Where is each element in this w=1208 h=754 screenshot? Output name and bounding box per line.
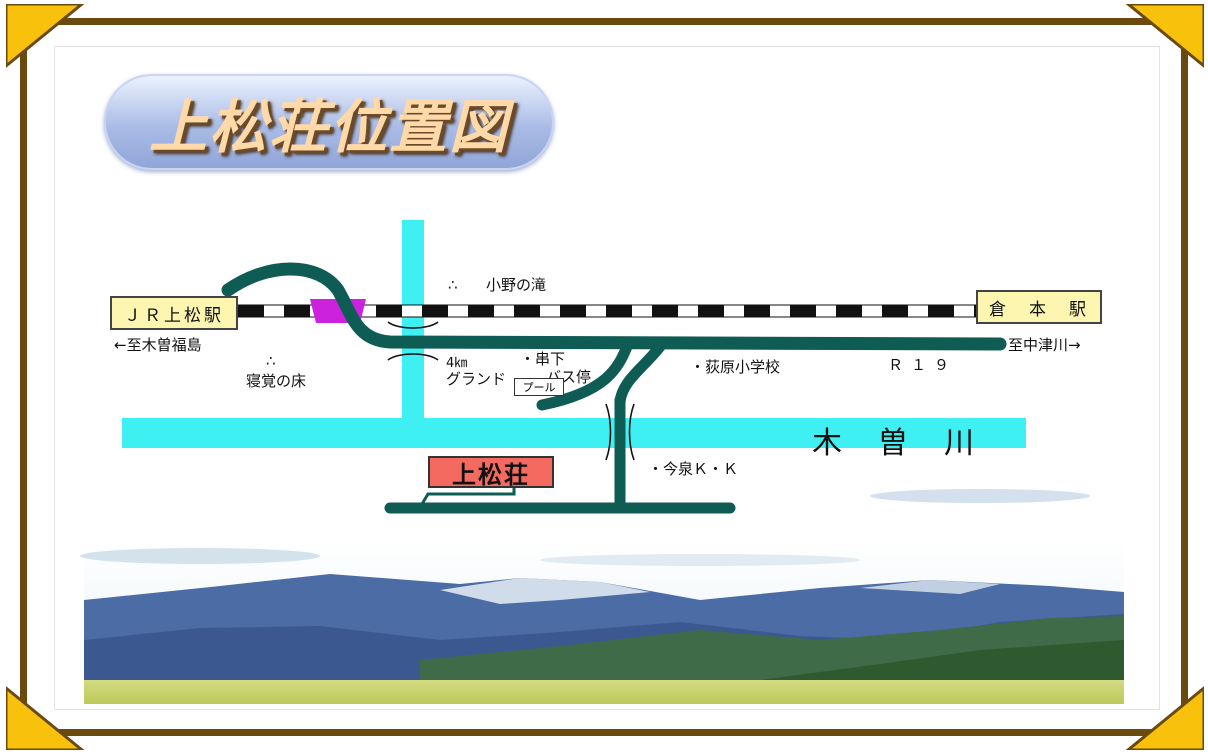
ono-falls-label: 小野の滝: [486, 276, 547, 294]
tributary-river: [402, 220, 424, 418]
road-route-19: [221, 262, 1007, 351]
pool-label: プール: [514, 378, 564, 396]
corner-ornament-bottom-left: [6, 686, 85, 750]
direction-nakatsugawa: 至中津川→: [1008, 336, 1081, 354]
corner-ornament-top-left: [6, 4, 85, 68]
kiso-river-label: 木曽川: [812, 426, 1010, 461]
nezame-label: 寝覚の床: [246, 372, 307, 390]
title-badge: [104, 74, 554, 170]
kiso-river: [122, 418, 1026, 448]
nezame-mark: ∴: [266, 352, 276, 370]
ono-falls-mark: ∴: [448, 276, 458, 294]
corner-ornament-bottom-right: [1125, 686, 1204, 750]
ogiwara-school-label: ・荻原小学校: [690, 358, 781, 376]
railway-line: [237, 299, 977, 323]
destination-kamimatsu-so: 上松荘: [428, 456, 554, 489]
driveway-kamimatsu: [420, 484, 516, 505]
imaizumi-label: ・今泉Ｋ・Ｋ: [648, 460, 739, 478]
bridge-marks: [387, 321, 635, 461]
distance-label: 4㎞: [446, 356, 468, 371]
ground-label: グランド: [446, 370, 507, 388]
road-branch-kushishita: [536, 338, 634, 411]
station-kuramoto: 倉 本 駅: [976, 290, 1102, 324]
map-title: 上松荘位置図: [148, 93, 509, 161]
station-jr-agematsu: ＪＲ上松駅: [110, 296, 238, 330]
kushishita-label: ・串下: [520, 350, 566, 368]
corner-ornament-top-right: [1125, 4, 1204, 68]
mountain-landscape-photo: [80, 489, 1124, 704]
route-19-label: Ｒ１９: [888, 356, 958, 374]
direction-kiso-fukushima: ←至木曽福島: [114, 336, 202, 354]
